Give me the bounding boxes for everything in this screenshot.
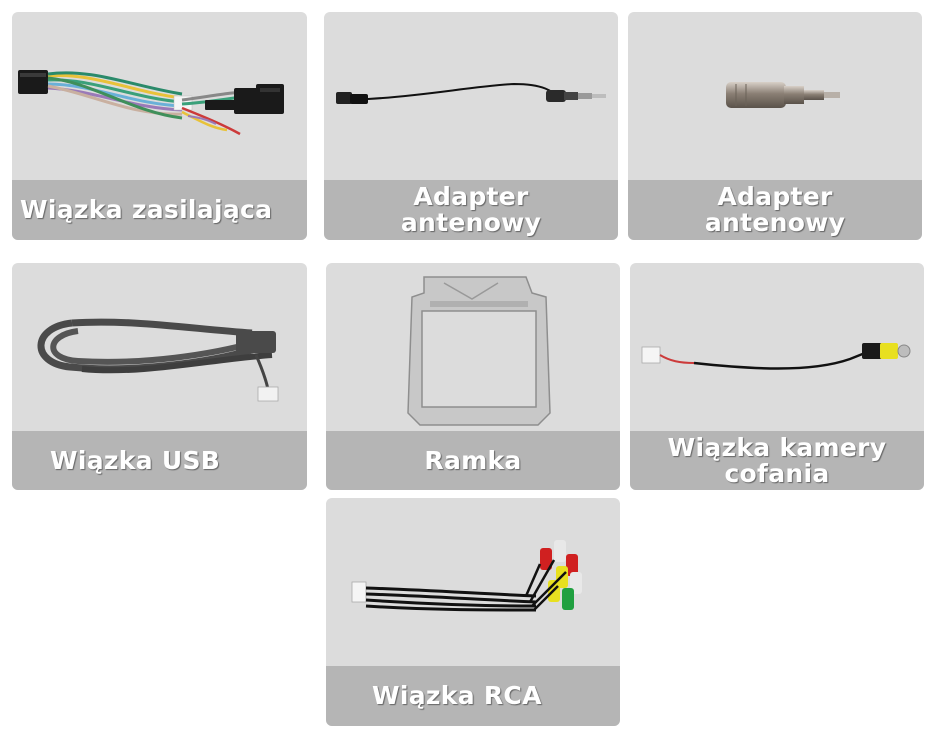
- item-caption-bar: Wiązka RCA: [326, 666, 620, 726]
- reverse-camera-cable-icon: [630, 263, 924, 431]
- item-card-power-harness: Wiązka zasilająca: [12, 12, 307, 240]
- rca-harness-icon: [326, 498, 620, 666]
- item-caption: Wiązka kamery cofania: [667, 432, 887, 488]
- item-caption: Adapter antenowy: [400, 182, 542, 237]
- item-card-rca-harness: Wiązka RCA: [326, 498, 620, 726]
- dash-frame-icon: [326, 263, 620, 431]
- item-caption-bar: Adapter antenowy: [324, 180, 618, 240]
- item-caption: Wiązka zasilająca: [20, 195, 273, 224]
- antenna-cable-adapter-icon: [324, 12, 618, 180]
- item-card-antenna-adapter-cable: Adapter antenowy: [324, 12, 618, 240]
- usb-cable-icon: [12, 263, 307, 431]
- item-caption-bar: Wiązka kamery cofania: [630, 431, 924, 490]
- item-card-dash-frame: Ramka: [326, 263, 620, 490]
- item-caption-bar: Ramka: [326, 431, 620, 490]
- antenna-plug-adapter-icon: [628, 12, 922, 180]
- item-caption-bar: Wiązka USB: [12, 431, 307, 490]
- item-caption: Wiązka USB: [50, 445, 221, 475]
- item-caption-bar: Wiązka zasilająca: [12, 180, 307, 240]
- item-caption: Wiązka RCA: [372, 681, 542, 710]
- power-harness-icon: [12, 12, 307, 180]
- item-caption: Adapter antenowy: [704, 182, 846, 237]
- item-card-usb-cable: Wiązka USB: [12, 263, 307, 490]
- item-card-reverse-camera-cable: Wiązka kamery cofania: [630, 263, 924, 490]
- item-caption: Ramka: [424, 445, 522, 475]
- item-caption-bar: Adapter antenowy: [628, 180, 922, 240]
- item-card-antenna-plug-adapter: Adapter antenowy: [628, 12, 922, 240]
